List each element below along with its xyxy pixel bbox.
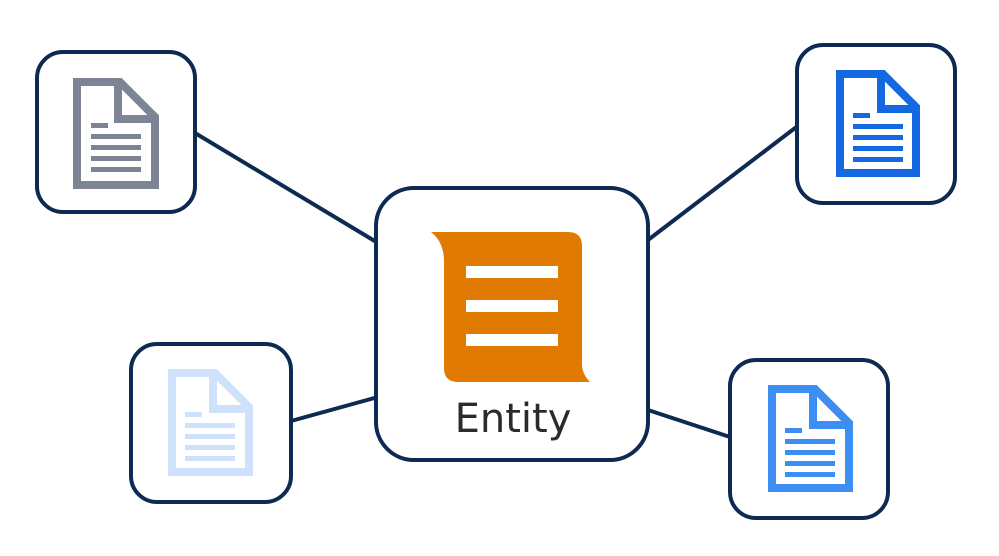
connector-bottom-right <box>647 408 731 439</box>
document-node-bottom-right[interactable] <box>728 358 890 520</box>
document-node-top-right[interactable] <box>795 43 957 205</box>
document-node-top-left[interactable] <box>35 50 197 214</box>
scroll-menu-icon <box>431 232 590 382</box>
connector-bottom-left <box>290 395 379 423</box>
connectors <box>193 123 801 439</box>
document-icon <box>768 385 853 492</box>
connector-top-left <box>193 131 380 245</box>
entity-node[interactable]: Entity <box>374 186 650 462</box>
connector-top-right <box>646 123 801 242</box>
document-node-bottom-left[interactable] <box>129 342 293 504</box>
document-icon <box>168 369 253 476</box>
entity-label: Entity <box>455 396 572 442</box>
document-icon <box>836 70 920 177</box>
document-icon <box>73 78 159 189</box>
